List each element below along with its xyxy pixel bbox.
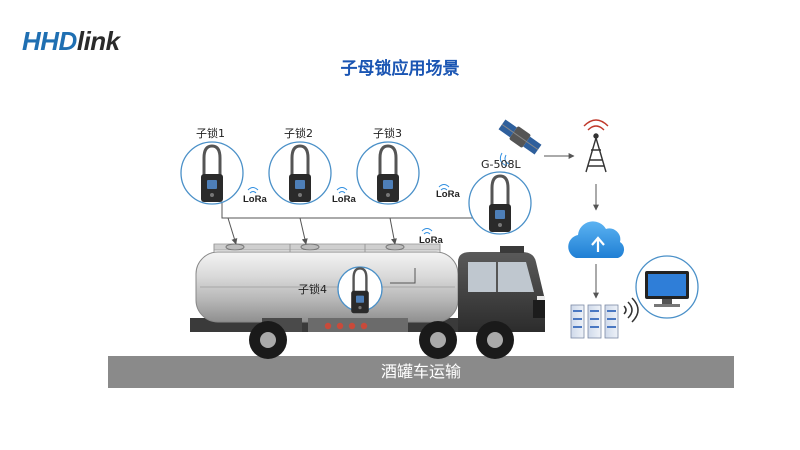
- lora-label-1: LoRa: [243, 194, 267, 205]
- sub-lock-3-bubble: [356, 141, 420, 205]
- master-lock-label: G-508L: [481, 158, 521, 171]
- sub-lock-2-label: 子锁2: [284, 127, 313, 140]
- sub-lock-2-bubble: [268, 141, 332, 205]
- ground-strip: [108, 356, 734, 388]
- page-title: 子母锁应用场景: [340, 59, 460, 79]
- brand-logo: HHDlink: [22, 26, 120, 57]
- lora-wave-icons: [247, 184, 450, 235]
- sub-lock-4-bubble: [337, 266, 383, 315]
- brand-logo-suffix: link: [76, 26, 120, 56]
- sub-lock-1-bubble: [180, 141, 244, 205]
- wifi-icon: [623, 297, 639, 323]
- computer-monitor-icon: [635, 255, 699, 319]
- lora-label-2: LoRa: [332, 194, 356, 205]
- ground-caption: 酒罐车运输: [380, 362, 461, 381]
- brand-logo-main: HHD: [22, 26, 77, 56]
- server-icon: [570, 304, 619, 339]
- flow-arrows: [544, 153, 599, 299]
- lora-label-4: LoRa: [419, 235, 443, 246]
- sub-lock-3-label: 子锁3: [373, 127, 402, 140]
- signal-tower-icon: [583, 119, 609, 173]
- satellite-icon: [498, 119, 542, 155]
- tanker-truck: [190, 243, 545, 359]
- sub-lock-4-label: 子锁4: [298, 283, 327, 296]
- master-lock-bubble: [468, 171, 532, 235]
- cloud-upload-icon: [568, 221, 625, 258]
- wheels: [249, 321, 514, 359]
- lora-label-3: LoRa: [436, 189, 460, 200]
- sub-lock-1-label: 子锁1: [196, 127, 225, 140]
